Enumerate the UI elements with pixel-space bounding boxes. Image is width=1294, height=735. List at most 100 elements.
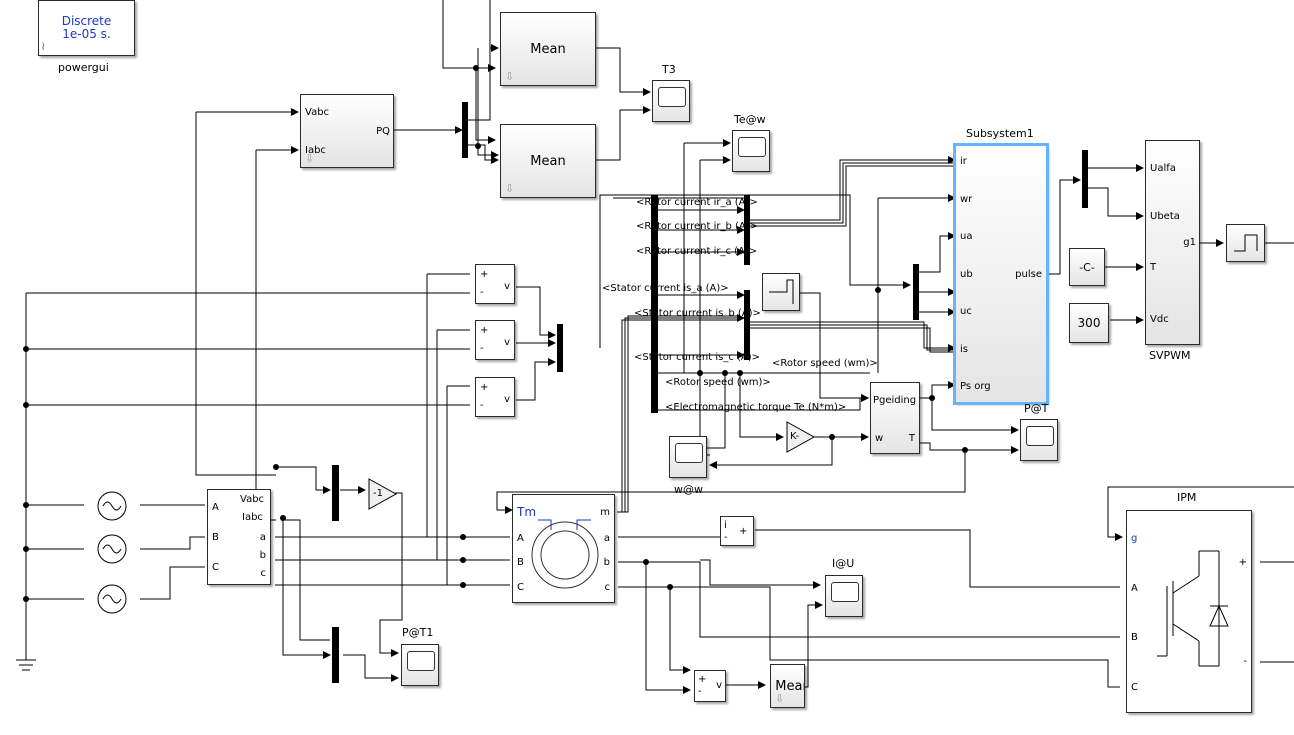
machine-icon bbox=[531, 519, 599, 589]
gain-k-label: K- bbox=[790, 431, 800, 442]
voltmeter-plus: + bbox=[480, 325, 489, 336]
voltmeter-3[interactable]: + - v bbox=[475, 377, 515, 417]
pq-block[interactable]: Vabc Iabc PQ ⇩ bbox=[300, 94, 394, 168]
voltmeter-minus: - bbox=[480, 400, 484, 411]
machine-port-c: c bbox=[604, 582, 611, 593]
signal-rotor-ic: <Rotor current ir_c (A)> bbox=[636, 246, 758, 257]
signal-rotor-speed-1: <Rotor speed (wm)> bbox=[772, 358, 878, 369]
scope-iu-label: I@U bbox=[832, 557, 855, 570]
voltmeter-minus: - bbox=[480, 287, 484, 298]
voltmeter-plus: + bbox=[480, 269, 489, 280]
machine-port-B: B bbox=[517, 557, 524, 568]
machine-port-m: m bbox=[600, 507, 610, 518]
subsystem1-block[interactable]: ir wr ua ub uc is Ps org pulse bbox=[953, 143, 1049, 405]
step-block[interactable] bbox=[762, 273, 800, 311]
machine-port-b: b bbox=[603, 557, 610, 568]
sine-source-icon[interactable] bbox=[94, 489, 130, 523]
inherit-arrow-icon: ⇩ bbox=[505, 182, 515, 195]
pgeiding-block[interactable]: Pgeiding w T bbox=[870, 382, 920, 454]
powergui-sample-time: 1e-05 s. bbox=[62, 27, 111, 41]
constant-300-block[interactable]: 300 bbox=[1069, 303, 1109, 343]
voltmeter-out: v bbox=[504, 394, 510, 405]
scope-pt1[interactable] bbox=[401, 644, 439, 686]
constant-c-block[interactable]: -C- bbox=[1069, 248, 1105, 286]
sub-port-ir: ir bbox=[960, 156, 967, 167]
voltmeter-plus: + bbox=[698, 674, 707, 685]
scope-pt[interactable] bbox=[1020, 419, 1058, 461]
signal-rotor-ib: <Rotor current ir_b (A)> bbox=[636, 221, 759, 232]
svpwm-demux[interactable] bbox=[1082, 150, 1088, 208]
powergui-block[interactable]: Discrete 1e-05 s. ≀ bbox=[38, 0, 135, 56]
voltage-mux[interactable] bbox=[557, 324, 563, 372]
pq-port-out: PQ bbox=[376, 126, 390, 137]
ipm-port-g: g bbox=[1131, 533, 1138, 544]
meas-port-c: c bbox=[260, 568, 267, 579]
bus-selector[interactable] bbox=[651, 195, 658, 413]
sine-source-icon[interactable] bbox=[94, 532, 130, 566]
step-icon bbox=[1234, 234, 1258, 252]
sub-port-psorg: Ps org bbox=[960, 381, 991, 392]
meas-port-iabc: Iabc bbox=[242, 512, 263, 523]
machine-port-A: A bbox=[517, 533, 524, 544]
three-phase-measurement[interactable]: Vabc Iabc A B C a b c bbox=[207, 489, 271, 585]
mean-block-2[interactable]: Mean ⇩ bbox=[500, 124, 596, 198]
scope-icon bbox=[1026, 426, 1054, 446]
stator-current-mux[interactable] bbox=[744, 290, 750, 360]
svpwm-port-t: T bbox=[1150, 262, 1157, 273]
g1-output-block[interactable] bbox=[1226, 224, 1265, 262]
igbt-icon bbox=[1157, 550, 1229, 667]
asynchronous-machine[interactable]: Tm m A B C a b c bbox=[512, 494, 615, 603]
rotor-current-mux[interactable] bbox=[744, 195, 750, 265]
svpwm-block[interactable]: Ualfa Ubeta T Vdc g1 bbox=[1145, 140, 1200, 345]
scope-ww[interactable] bbox=[669, 436, 707, 478]
sub-port-pulse: pulse bbox=[1015, 269, 1042, 280]
ipm-port-A: A bbox=[1131, 583, 1138, 594]
scope-t3[interactable] bbox=[652, 80, 690, 122]
voltmeter-2[interactable]: + - v bbox=[475, 320, 515, 360]
mean-block-1[interactable]: Mean ⇩ bbox=[500, 12, 596, 86]
voltmeter-1[interactable]: + - v bbox=[475, 264, 515, 304]
ipm-block[interactable]: g A B C + - bbox=[1126, 510, 1252, 713]
current-measurement[interactable]: i + - bbox=[720, 516, 754, 546]
gain-neg1-block[interactable] bbox=[368, 478, 398, 510]
sub-port-uc: uc bbox=[960, 306, 972, 317]
ammeter-minus: - bbox=[724, 532, 728, 543]
link-icon: ≀ bbox=[41, 39, 46, 53]
meas-port-B: B bbox=[212, 532, 219, 543]
scope-icon bbox=[407, 651, 435, 671]
pq-port-vabc: Vabc bbox=[305, 107, 330, 118]
pq-demux[interactable] bbox=[462, 102, 468, 158]
scope-tew[interactable] bbox=[732, 130, 770, 172]
signal-rotor-speed-2: <Rotor speed (wm)> bbox=[665, 377, 771, 388]
meas-port-A: A bbox=[212, 502, 219, 513]
powergui-label: powergui bbox=[58, 61, 109, 74]
voltmeter-minus: - bbox=[480, 343, 484, 354]
ground-icon bbox=[16, 650, 36, 671]
signal-rotor-ia: <Rotor current ir_a (A)> bbox=[636, 197, 758, 208]
scope-iu[interactable] bbox=[825, 575, 863, 617]
voltmeter-plus: + bbox=[480, 382, 489, 393]
scope-icon bbox=[658, 87, 686, 107]
iabc-demux[interactable] bbox=[332, 627, 339, 683]
scope-pt-label: P@T bbox=[1024, 402, 1049, 415]
svpwm-port-vdc: Vdc bbox=[1150, 314, 1169, 325]
constant-c-label: -C- bbox=[1079, 260, 1095, 274]
signal-stator-ic: <Stator current is_c (A)> bbox=[634, 352, 761, 363]
gain-neg1-label: -1 bbox=[373, 488, 383, 499]
sine-source-icon[interactable] bbox=[94, 582, 130, 616]
ipm-port-C: C bbox=[1131, 682, 1138, 693]
svpwm-title: SVPWM bbox=[1149, 349, 1191, 362]
voltmeter-out: v bbox=[504, 281, 510, 292]
voltmeter-4[interactable]: + - v bbox=[694, 670, 726, 702]
sub-port-wr: wr bbox=[960, 194, 973, 205]
svpwm-port-ubeta: Ubeta bbox=[1150, 211, 1180, 222]
vabc-demux[interactable] bbox=[332, 465, 339, 521]
mean-block-3[interactable]: Mean ⇩ bbox=[770, 664, 805, 708]
subsystem-input-mux[interactable] bbox=[913, 264, 919, 320]
scope-icon bbox=[675, 443, 703, 463]
machine-port-tm: Tm bbox=[517, 505, 537, 519]
ammeter-i: i bbox=[724, 520, 727, 531]
gain-k-block[interactable] bbox=[786, 421, 816, 453]
signal-stator-ib: <Stator current is_b (A)> bbox=[634, 308, 761, 319]
